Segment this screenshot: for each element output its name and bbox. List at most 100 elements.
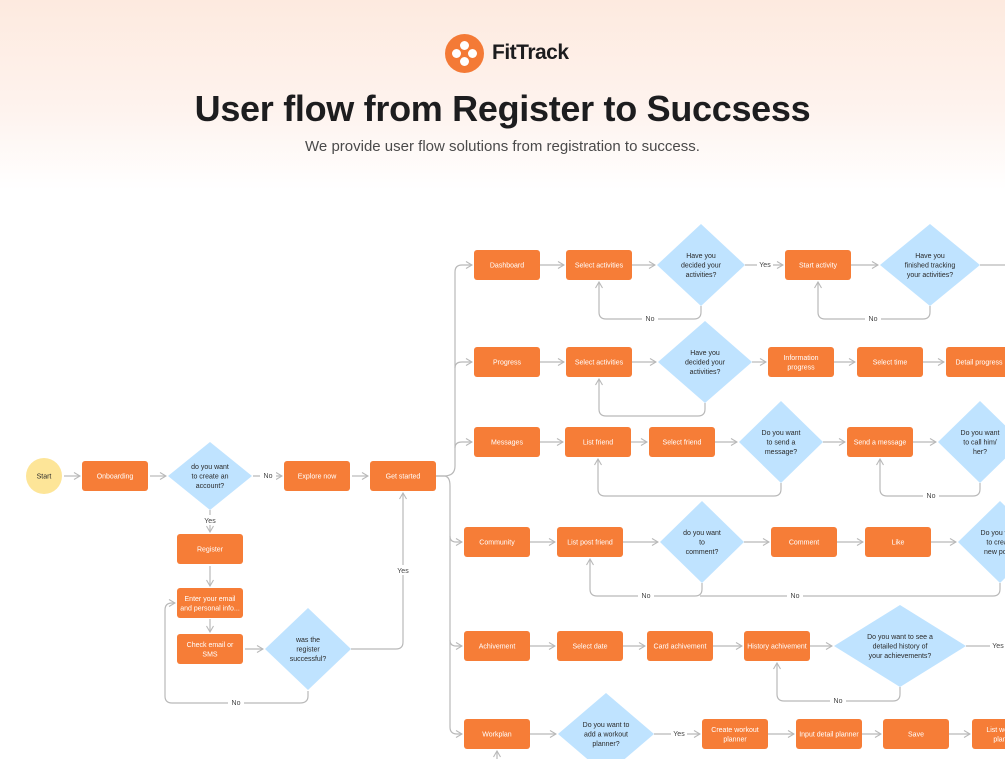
select-activities-node-text: Select activities <box>575 263 624 270</box>
call-decision-text: Do you want <box>961 430 1000 437</box>
progress-node[interactable]: Progress <box>474 347 540 377</box>
get-started-node-text: Get started <box>386 474 421 481</box>
comment-node-text: Comment <box>789 540 819 547</box>
page-subtitle: We provide user flow solutions from regi… <box>305 138 700 155</box>
detailed-history-decision-shape <box>834 605 966 687</box>
send-message-decision-text: message? <box>765 449 797 456</box>
flow-arrow <box>351 493 403 650</box>
create-planner-node-shape <box>702 719 768 749</box>
edge-label-yes: Yes <box>395 565 411 575</box>
progress-decided-decision-text: activities? <box>690 369 721 376</box>
flow-arrow <box>436 265 472 477</box>
like-node-shape <box>865 527 931 557</box>
input-detail-node-shape <box>796 719 862 749</box>
register-node[interactable]: Register <box>177 534 243 564</box>
page-title: User flow from Register to Succsess <box>194 88 811 129</box>
progress-decided-decision[interactable]: Have you decided your activities? <box>658 321 752 403</box>
select-time-node[interactable]: Select time <box>857 347 923 377</box>
onboarding-node-shape <box>82 461 148 491</box>
start-node-text: Start <box>37 474 52 481</box>
detail-progress-node[interactable]: Detail progress <box>946 347 1005 377</box>
flow-arrow <box>436 475 462 734</box>
list-post-friend-node[interactable]: List post friend <box>557 527 623 557</box>
edge-label-yes: Yes <box>671 728 687 738</box>
register-node-text: Register <box>197 547 224 554</box>
comment-node[interactable]: Comment <box>771 527 837 557</box>
save-node-text: Save <box>908 732 924 739</box>
add-planner-decision-text: Do you want to <box>583 722 630 729</box>
brand-name: FitTrack <box>492 41 569 64</box>
svg-text:No: No <box>264 473 273 480</box>
start-activity-node[interactable]: Start activity <box>785 250 851 280</box>
list-friend-node[interactable]: List friend <box>565 427 631 457</box>
svg-text:No: No <box>646 316 655 323</box>
svg-text:No: No <box>642 593 651 600</box>
like-node[interactable]: Like <box>865 527 931 557</box>
select-activities-node[interactable]: Select activities <box>566 250 632 280</box>
community-node[interactable]: Community <box>464 527 530 557</box>
flow-arrow <box>164 603 309 704</box>
finished-tracking-decision-text: your activities? <box>907 272 953 279</box>
send-message-node[interactable]: Send a message <box>847 427 913 457</box>
svg-text:No: No <box>232 700 241 707</box>
dashboard-node-text: Dashboard <box>490 263 524 270</box>
progress-decided-decision-text: decided your <box>685 360 726 367</box>
create-post-decision-text: Do you want <box>981 530 1005 537</box>
workplan-node[interactable]: Workplan <box>464 719 530 749</box>
select-friend-node-text: Select friend <box>663 440 702 447</box>
achivement-node-text: Achivement <box>479 644 516 651</box>
progress-decided-decision-text: Have you <box>690 350 720 357</box>
onboarding-node[interactable]: Onboarding <box>82 461 148 491</box>
create-account-decision-text: to create an <box>192 474 229 481</box>
input-detail-node[interactable]: Input detail planner <box>796 719 862 749</box>
create-account-decision-shape <box>168 442 252 510</box>
select-friend-node[interactable]: Select friend <box>649 427 715 457</box>
explore-now-node[interactable]: Explore now <box>284 461 350 491</box>
send-message-decision-shape <box>739 401 823 483</box>
enter-info-node-shape <box>177 588 243 618</box>
select-date-node-shape <box>557 631 623 661</box>
get-started-node[interactable]: Get started <box>370 461 436 491</box>
comment-decision-text: do you want <box>683 530 721 537</box>
start-node[interactable]: Start <box>26 458 62 494</box>
enter-info-node-text: Enter your email <box>185 596 236 603</box>
history-achivement-node[interactable]: History achivement <box>744 631 810 661</box>
achivement-node[interactable]: Achivement <box>464 631 530 661</box>
create-post-decision-text: to create <box>986 540 1005 547</box>
messages-node[interactable]: Messages <box>474 427 540 457</box>
list-friend-node-shape <box>565 427 631 457</box>
edge-label-no: No <box>638 590 654 600</box>
finished-tracking-decision-shape <box>880 224 980 306</box>
register-success-decision-text: successful? <box>290 656 327 663</box>
list-post-friend-node-shape <box>557 527 623 557</box>
edge-label-no: No <box>923 490 939 500</box>
call-decision-text: her? <box>973 449 987 456</box>
add-planner-decision-text: planner? <box>592 741 619 748</box>
community-node-shape <box>464 527 530 557</box>
dashboard-node[interactable]: Dashboard <box>474 250 540 280</box>
progress-decided-decision-shape <box>658 321 752 403</box>
save-node-shape <box>883 719 949 749</box>
community-node-text: Community <box>479 540 515 547</box>
card-achivement-node[interactable]: Card achivement <box>647 631 713 661</box>
select-date-node[interactable]: Select date <box>557 631 623 661</box>
progress-select-activities-node[interactable]: Select activities <box>566 347 632 377</box>
select-time-node-text: Select time <box>873 360 908 367</box>
save-node[interactable]: Save <box>883 719 949 749</box>
